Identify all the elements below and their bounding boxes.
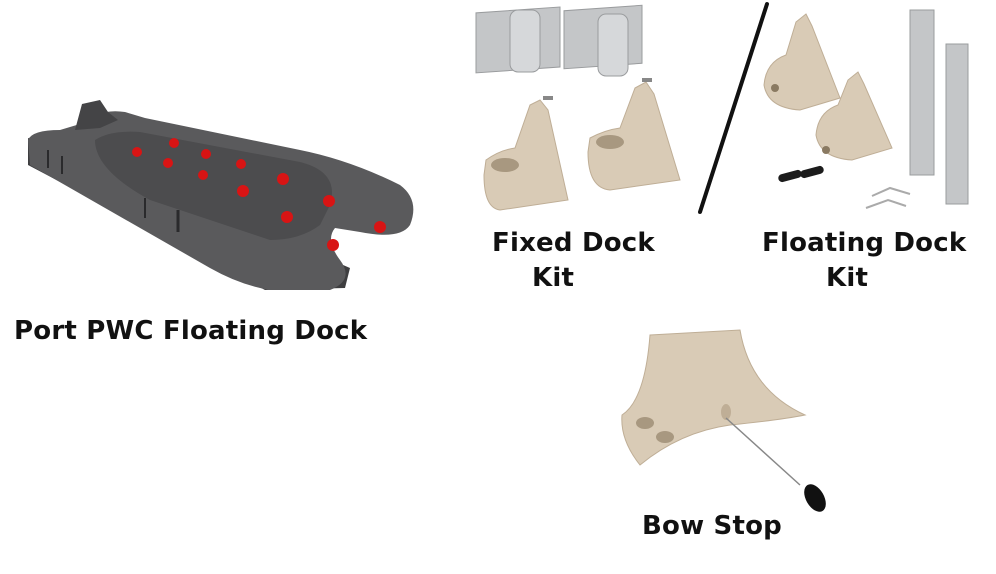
floating-dock-kit-label-line2: Kit [826,263,869,293]
pwc-dock-product: Port PWC Floating Dock [0,0,420,360]
floating-dock-kit-product: Floating Dock Kit [740,0,996,300]
post-holders [763,13,893,161]
pwc-dock-label: Port PWC Floating Dock [14,316,368,346]
bow-stop-product: Bow Stop [600,320,850,574]
bow-stop-label: Bow Stop [642,511,782,541]
fixed-dock-kit-product: Fixed Dock Kit [460,0,700,300]
fixed-dock-kit-label-line2: Kit [532,263,575,293]
bow-stop-image [621,329,826,512]
floating-dock-kit-label-line1: Floating Dock [762,228,967,258]
post-holders [483,78,681,211]
roller-icons [132,138,386,251]
fixed-dock-kit-label-line1: Fixed Dock [492,228,655,258]
floating-dock-kit-image [763,9,969,209]
fixed-dock-kit-image [475,4,681,211]
pwc-dock-image [28,100,414,290]
galvanized-channels [909,9,969,205]
bracket-plates [475,4,643,77]
